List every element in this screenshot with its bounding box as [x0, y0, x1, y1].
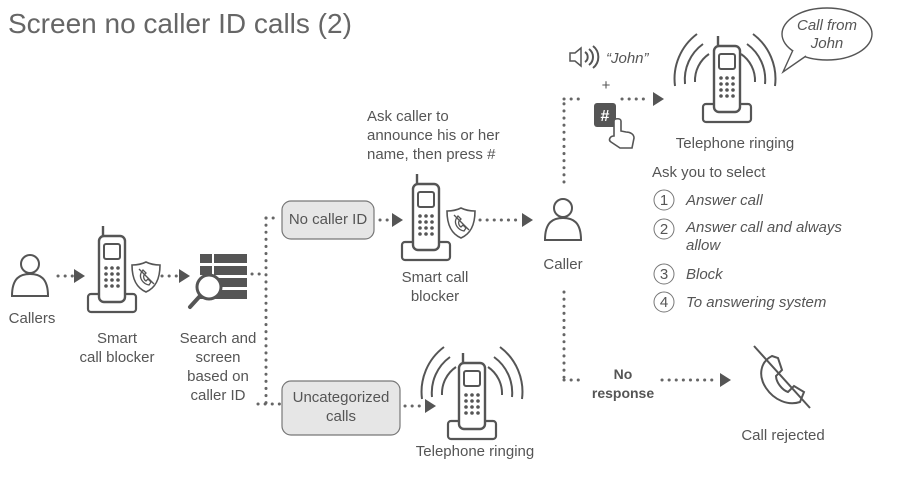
svg-text:3: 3 [660, 266, 668, 283]
option-1: 1 Answer call [653, 189, 763, 211]
cordless-phone-icon [446, 351, 498, 441]
option-label: Answer call and always [685, 219, 842, 236]
option-2: 2 Answer call and always allow [653, 218, 842, 254]
ask-caller-line-2: announce his or her [367, 127, 500, 144]
pointing-hand-icon [608, 117, 635, 149]
uncategorized-label-1: Uncategorized [293, 389, 390, 406]
arrow-icon [179, 269, 190, 283]
speech-bubble [781, 7, 873, 75]
caller-person-icon [544, 198, 582, 241]
option-label: To answering system [686, 294, 826, 311]
no-caller-id-box [281, 200, 375, 240]
call-rejected-label: Call rejected [741, 427, 824, 444]
smart-call-blocker-mid-2: blocker [411, 288, 459, 305]
no-response-line-1: No [614, 366, 633, 382]
arrow-icon [720, 373, 731, 387]
arrow-icon [392, 213, 403, 227]
speaker-icon [569, 45, 600, 69]
call-rejected-icon [753, 345, 811, 409]
hash-key-icon [594, 103, 616, 127]
smart-call-blocker-label-1: Smart [97, 330, 138, 347]
plus-sign: + [602, 77, 611, 94]
shield-icon [446, 207, 476, 239]
cordless-phone-icon [701, 34, 753, 124]
option-4: 4 To answering system [653, 291, 826, 313]
telephone-ringing-bottom-label: Telephone ringing [416, 443, 534, 460]
arrow-icon [74, 269, 85, 283]
smart-call-blocker-label-2: call blocker [79, 349, 154, 366]
option-label: Answer call [685, 192, 763, 209]
arrow-icon [653, 92, 664, 106]
cordless-phone-icon [400, 172, 452, 262]
arrow-icon [522, 213, 533, 227]
page-title: Screen no caller ID calls (2) [8, 8, 352, 39]
caller-label: Caller [543, 256, 582, 273]
search-list-icon [188, 254, 247, 309]
uncategorized-calls-box [281, 380, 401, 436]
svg-text:2: 2 [660, 221, 668, 238]
svg-text:4: 4 [660, 294, 668, 311]
svg-text:1: 1 [660, 192, 668, 209]
telephone-ringing-top-label: Telephone ringing [676, 135, 794, 152]
ask-caller-line-1: Ask caller to [367, 108, 449, 125]
voice-name-label: “John” [606, 50, 650, 67]
search-screen-label-1: Search and [180, 330, 257, 347]
ask-select-label: Ask you to select [652, 164, 766, 181]
option-label: allow [686, 237, 721, 254]
callers-label: Callers [9, 310, 56, 327]
smart-call-blocker-mid-1: Smart call [402, 269, 469, 286]
no-response-line-2: response [592, 385, 654, 401]
search-screen-label-4: caller ID [190, 387, 245, 404]
option-label: Block [686, 266, 724, 283]
arrow-icon [425, 399, 436, 413]
speech-bubble-line-1: Call from [797, 17, 857, 34]
no-caller-id-label: No caller ID [289, 211, 368, 228]
shield-icon [131, 261, 161, 293]
option-3: 3 Block [653, 263, 724, 285]
uncategorized-label-2: calls [326, 408, 356, 425]
ask-caller-line-3: name, then press # [367, 146, 496, 163]
search-screen-label-3: based on [187, 368, 249, 385]
speech-bubble-line-2: John [810, 35, 844, 52]
cordless-phone-icon [86, 224, 138, 314]
hash-key-label: # [601, 108, 610, 125]
callers-person-icon [11, 254, 49, 297]
search-screen-label-2: screen [195, 349, 240, 366]
